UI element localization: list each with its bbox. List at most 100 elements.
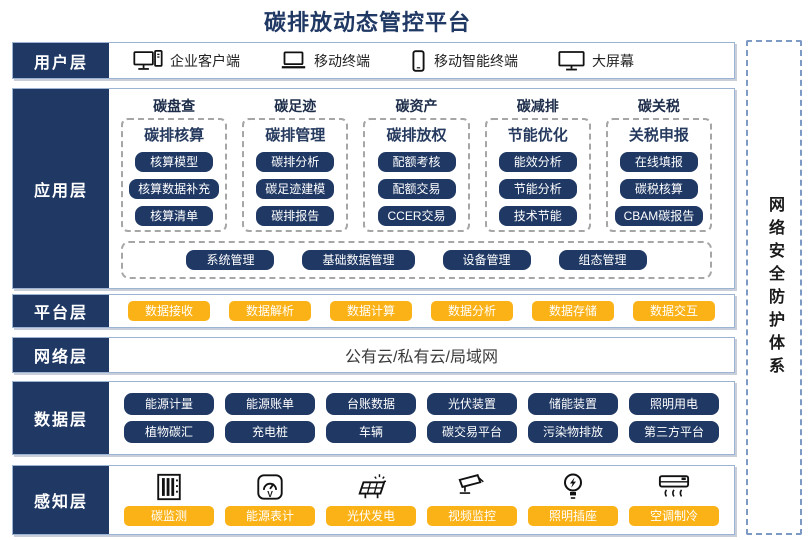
- app-column-subheader: 关税申报: [628, 127, 689, 144]
- user-layer-label: 用户层: [13, 43, 109, 78]
- carbon-monitor-icon: [157, 473, 181, 501]
- sense-button: 视频监控: [427, 506, 517, 526]
- data-source-button: 污染物排放: [528, 420, 618, 443]
- platform-service-button: 数据存储: [532, 301, 614, 321]
- big-screen-icon: [558, 50, 585, 70]
- app-management-button: 组态管理: [558, 250, 647, 270]
- network-layer-text: 公有云/私有云/局域网: [345, 349, 498, 366]
- data-source-row: 植物碳汇 充电桩 车辆 碳交易平台 污染物排放 第三方平台: [113, 420, 730, 443]
- app-column-box: 节能优化 能效分析 节能分析 技术节能: [484, 118, 591, 232]
- user-terminal-label: 移动终端: [314, 52, 370, 69]
- app-module-button: 碳税核算: [619, 179, 698, 199]
- perception-layer-section: 感知层 碳监测 V: [12, 465, 735, 535]
- sense-button: 能源表计: [225, 506, 315, 526]
- app-module-button: CBAM碳报告: [614, 206, 704, 226]
- platform-layer-content: 数据接收 数据解析 数据计算 数据分析 数据存储 数据交互: [109, 295, 734, 327]
- sense-item: 照明插座: [528, 472, 618, 526]
- sense-item: 光伏发电: [326, 472, 416, 526]
- app-module-button: 碳足迹建模: [256, 179, 335, 199]
- app-module-button: 能效分析: [498, 152, 577, 172]
- sense-item: V 能源表计: [225, 472, 315, 526]
- laptop-icon: [281, 51, 306, 69]
- platform-service-button: 数据接收: [128, 301, 210, 321]
- application-layer-content: 碳盘查 碳排核算 核算模型 核算数据补充 核算清单 碳足迹 碳排管理 碳排分析 …: [109, 89, 734, 288]
- application-layer-label: 应用层: [13, 89, 109, 288]
- sense-button: 碳监测: [124, 506, 214, 526]
- app-column-carbon-asset: 碳资产 碳排放权 配额考核 配额交易 CCER交易: [363, 96, 470, 232]
- app-module-button: 碳排报告: [256, 206, 335, 226]
- data-layer-content: 能源计量 能源账单 台账数据 光伏装置 储能装置 照明用电 植物碳汇 充电桩 车…: [109, 382, 734, 454]
- platform-layer-section: 平台层 数据接收 数据解析 数据计算 数据分析 数据存储 数据交互: [12, 294, 735, 328]
- data-source-button: 车辆: [326, 420, 416, 443]
- app-module-button: 技术节能: [498, 206, 577, 226]
- app-column-header: 碳关税: [637, 98, 680, 114]
- platform-service-button: 数据解析: [229, 301, 311, 321]
- data-source-button: 光伏装置: [427, 393, 517, 416]
- data-source-button: 能源账单: [225, 393, 315, 416]
- app-column-carbon-tariff: 碳关税 关税申报 在线填报 碳税核算 CBAM碳报告: [605, 96, 713, 232]
- app-management-button: 基础数据管理: [302, 250, 415, 270]
- sense-item: 空调制冷: [629, 472, 719, 526]
- solar-panel-icon: [358, 474, 387, 499]
- app-column-box: 碳排核算 核算模型 核算数据补充 核算清单: [121, 118, 228, 232]
- app-module-button: 节能分析: [498, 179, 577, 199]
- perception-layer-content: 碳监测 V 能源表计 光伏发电: [109, 466, 734, 534]
- user-terminal-label: 移动智能终端: [434, 52, 518, 69]
- app-column-subheader: 节能优化: [507, 127, 568, 144]
- lightbulb-icon: [564, 473, 582, 499]
- app-module-button: 核算模型: [135, 152, 214, 172]
- sense-item: 视频监控: [427, 472, 517, 526]
- platform-layer-label: 平台层: [13, 295, 109, 327]
- app-module-button: 配额考核: [377, 152, 456, 172]
- app-module-button: CCER交易: [377, 206, 456, 226]
- platform-service-button: 数据交互: [633, 301, 715, 321]
- smartphone-icon: [412, 49, 425, 72]
- app-column-box: 碳排管理 碳排分析 碳足迹建模 碳排报告: [242, 118, 349, 232]
- sense-button: 空调制冷: [629, 506, 719, 526]
- app-module-button: 配额交易: [377, 179, 456, 199]
- ac-unit-icon: [658, 475, 690, 497]
- app-management-button: 设备管理: [442, 250, 531, 270]
- data-source-button: 第三方平台: [629, 420, 719, 443]
- app-column-header: 碳资产: [395, 98, 438, 114]
- app-management-box: 系统管理 基础数据管理 设备管理 组态管理: [121, 241, 712, 279]
- app-module-button: 核算清单: [135, 206, 214, 226]
- user-terminal-item: 大屏幕: [558, 50, 634, 72]
- app-column-header: 碳减排: [516, 98, 559, 114]
- app-column-subheader: 碳排管理: [265, 127, 326, 144]
- network-layer-content: 公有云/私有云/局域网: [109, 338, 734, 372]
- app-column-subheader: 碳排核算: [144, 127, 205, 144]
- network-layer-label: 网络层: [13, 338, 109, 372]
- security-system-label: 网络安全防护体系: [766, 195, 783, 380]
- user-terminal-label: 大屏幕: [592, 52, 634, 69]
- app-module-button: 在线填报: [619, 152, 698, 172]
- sense-button: 照明插座: [528, 506, 618, 526]
- data-layer-section: 数据层 能源计量 能源账单 台账数据 光伏装置 储能装置 照明用电 植物碳汇 充…: [12, 381, 735, 455]
- data-source-button: 碳交易平台: [427, 420, 517, 443]
- svg-text:V: V: [267, 489, 273, 499]
- app-module-button: 碳排分析: [256, 152, 335, 172]
- app-column-header: 碳盘查: [153, 98, 196, 114]
- security-system-box: 网络安全防护体系: [746, 40, 802, 535]
- app-column-box: 碳排放权 配额考核 配额交易 CCER交易: [363, 118, 470, 232]
- perception-layer-label: 感知层: [13, 466, 109, 534]
- app-module-button: 核算数据补充: [129, 179, 220, 199]
- data-source-button: 照明用电: [629, 393, 719, 416]
- user-terminal-item: 移动智能终端: [410, 49, 518, 73]
- data-source-button: 植物碳汇: [124, 420, 214, 443]
- user-layer-section: 用户层 企业客户端 移动终端: [12, 42, 735, 79]
- data-source-button: 台账数据: [326, 393, 416, 416]
- energy-meter-icon: V: [257, 474, 283, 500]
- user-terminal-item: 企业客户端: [133, 49, 240, 73]
- sense-item: 碳监测: [124, 472, 214, 526]
- data-source-button: 能源计量: [124, 393, 214, 416]
- application-layer-section: 应用层 碳盘查 碳排核算 核算模型 核算数据补充 核算清单 碳足迹 碳排管理: [12, 88, 735, 289]
- network-layer-section: 网络层 公有云/私有云/局域网: [12, 337, 735, 373]
- app-column-carbon-footprint: 碳足迹 碳排管理 碳排分析 碳足迹建模 碳排报告: [242, 96, 349, 232]
- data-source-row: 能源计量 能源账单 台账数据 光伏装置 储能装置 照明用电: [113, 393, 730, 416]
- data-source-button: 充电桩: [225, 420, 315, 443]
- user-layer-content: 企业客户端 移动终端 移动智能终端: [109, 43, 734, 78]
- sense-button: 光伏发电: [326, 506, 416, 526]
- app-column-subheader: 碳排放权: [386, 127, 447, 144]
